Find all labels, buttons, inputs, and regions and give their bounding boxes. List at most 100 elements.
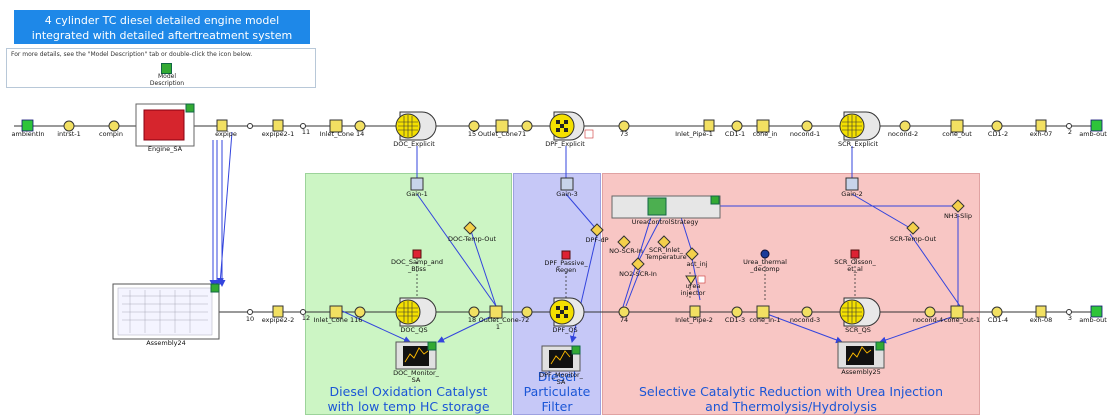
inletpipe2-pipe[interactable] bbox=[689, 305, 701, 318]
inletcone14-orifice[interactable] bbox=[354, 120, 366, 132]
label-cd13: CD1-3 bbox=[724, 316, 746, 324]
node-1-orifice[interactable] bbox=[521, 306, 533, 318]
expipe-pipe[interactable] bbox=[216, 119, 228, 132]
nocond1-orifice[interactable] bbox=[801, 120, 813, 132]
node-73-orifice[interactable] bbox=[618, 120, 630, 132]
model-title-banner: 4 cylinder TC diesel detailed engine mod… bbox=[14, 10, 310, 44]
label-no-scr-in: NO-SCR-In bbox=[609, 247, 643, 255]
expipe22-pipe[interactable] bbox=[272, 305, 284, 318]
doc-qs-block[interactable] bbox=[395, 297, 437, 327]
gain1-block[interactable] bbox=[410, 177, 424, 191]
label-inletcone14: Inlet_Cone 14 bbox=[319, 130, 365, 138]
label-inletcone116: Inlet_Cone 116 bbox=[313, 316, 363, 324]
assembly24-block[interactable] bbox=[112, 283, 220, 340]
ambout-lower-block[interactable] bbox=[1090, 305, 1103, 318]
label-urea-thermal: Urea_thermal_decomp bbox=[743, 258, 787, 273]
exh07-pipe[interactable] bbox=[1035, 119, 1047, 132]
outletcone71-block[interactable] bbox=[495, 119, 509, 133]
urea-injector-block[interactable] bbox=[685, 275, 706, 285]
scr-region-label: Selective Catalytic Reduction with Urea … bbox=[638, 384, 944, 414]
label-compin: compin bbox=[99, 130, 123, 138]
label-scr-inlet-temp: SCR_Inlet_Temperature bbox=[645, 246, 687, 261]
engine-sa-block[interactable] bbox=[135, 103, 195, 147]
cd11-orifice[interactable] bbox=[731, 120, 743, 132]
label-ambientIn: ambientIn bbox=[11, 130, 45, 138]
node-11[interactable] bbox=[300, 123, 306, 129]
label-intrst1: intrst-1 bbox=[57, 130, 81, 138]
node-12[interactable] bbox=[300, 309, 306, 315]
scr-olsson-block[interactable] bbox=[850, 249, 860, 259]
inletcone14-block[interactable] bbox=[329, 119, 343, 133]
description-hint: For more details, see the "Model Descrip… bbox=[11, 51, 253, 58]
ambout-upper-block[interactable] bbox=[1090, 119, 1103, 132]
inletcone116-block[interactable] bbox=[329, 305, 343, 319]
conein-block[interactable] bbox=[756, 119, 770, 133]
doc-explicit-block[interactable] bbox=[395, 111, 437, 141]
cd12-orifice[interactable] bbox=[991, 120, 1003, 132]
dpf-dp-sensor[interactable] bbox=[590, 223, 604, 237]
node-2[interactable] bbox=[1066, 123, 1072, 129]
urea-control-strategy-block[interactable] bbox=[611, 195, 721, 219]
doc-monitor-block[interactable] bbox=[395, 341, 437, 370]
label-nh3-slip: NH3-Slip bbox=[943, 212, 973, 220]
node-74-orifice[interactable] bbox=[618, 306, 630, 318]
label-nocond1: nocond-1 bbox=[789, 130, 821, 138]
exh08-pipe[interactable] bbox=[1035, 305, 1047, 318]
nocond2-orifice[interactable] bbox=[899, 120, 911, 132]
dpf-passive-regen-block[interactable] bbox=[561, 250, 571, 260]
label-ambout-upper: amb-out bbox=[1079, 130, 1107, 138]
scr-explicit-block[interactable] bbox=[839, 111, 881, 141]
doc-samp-bliss-block[interactable] bbox=[412, 249, 422, 259]
no2-scr-in-sensor[interactable] bbox=[631, 257, 645, 271]
no-scr-in-sensor[interactable] bbox=[617, 235, 631, 249]
intrst1-orifice[interactable] bbox=[63, 120, 75, 132]
ambientIn-block[interactable] bbox=[21, 119, 34, 132]
label-scr-explicit: SCR_Explicit bbox=[837, 140, 879, 148]
node-15-orifice[interactable] bbox=[468, 120, 480, 132]
node-3[interactable] bbox=[1066, 309, 1072, 315]
inletpipe1-pipe[interactable] bbox=[703, 119, 715, 132]
assembly25-block[interactable] bbox=[837, 341, 885, 369]
nocond4-orifice[interactable] bbox=[924, 306, 936, 318]
dpf-monitor-block[interactable] bbox=[541, 345, 581, 372]
nh3-slip-sensor[interactable] bbox=[951, 199, 965, 213]
label-no2-scr-in: NO2-SCR-In bbox=[619, 270, 657, 278]
label-ambout-lower: amb-out bbox=[1079, 316, 1107, 324]
node-18-orifice[interactable] bbox=[468, 306, 480, 318]
scr-inlet-temp-sensor[interactable] bbox=[657, 235, 671, 249]
urea-thermal-decomp-block[interactable] bbox=[760, 249, 770, 259]
expipe-node[interactable] bbox=[247, 123, 253, 129]
doc-temp-out-sensor[interactable] bbox=[463, 221, 477, 235]
label-scr-qs: SCR_QS bbox=[845, 326, 871, 334]
scr-temp-out-sensor[interactable] bbox=[906, 221, 920, 235]
coneout-block[interactable] bbox=[950, 119, 964, 133]
outletcone71-orifice[interactable] bbox=[521, 120, 533, 132]
label-node-12: 12 bbox=[301, 314, 311, 322]
outletcone72-block[interactable] bbox=[489, 305, 503, 319]
act-inj-sensor[interactable] bbox=[685, 247, 699, 261]
gain3-block[interactable] bbox=[560, 177, 574, 191]
scr-qs-block[interactable] bbox=[839, 297, 881, 327]
cd13-orifice[interactable] bbox=[731, 306, 743, 318]
compin-orifice[interactable] bbox=[108, 120, 120, 132]
label-cd11: CD1-1 bbox=[724, 130, 746, 138]
expipe21-pipe[interactable] bbox=[272, 119, 284, 132]
inletcone116-orifice[interactable] bbox=[354, 306, 366, 318]
cd14-orifice[interactable] bbox=[991, 306, 1003, 318]
coneout1-block[interactable] bbox=[950, 305, 964, 319]
dpf-explicit-block[interactable] bbox=[549, 111, 594, 141]
node-10[interactable] bbox=[247, 309, 253, 315]
conein1-block[interactable] bbox=[756, 305, 770, 319]
model-description-icon[interactable] bbox=[161, 63, 172, 74]
dpf-qs-block[interactable] bbox=[549, 297, 585, 327]
nocond3-orifice[interactable] bbox=[801, 306, 813, 318]
label-node-1: 1 bbox=[495, 323, 501, 331]
model-description-label[interactable]: Model Description bbox=[149, 73, 185, 87]
label-inletpipe2: Inlet_Pipe-2 bbox=[675, 316, 713, 324]
label-inletpipe1: Inlet_Pipe-1 bbox=[675, 130, 713, 138]
label-expipe: expipe bbox=[215, 130, 237, 138]
gain2-block[interactable] bbox=[845, 177, 859, 191]
label-act-inj: act_inj bbox=[686, 260, 708, 268]
